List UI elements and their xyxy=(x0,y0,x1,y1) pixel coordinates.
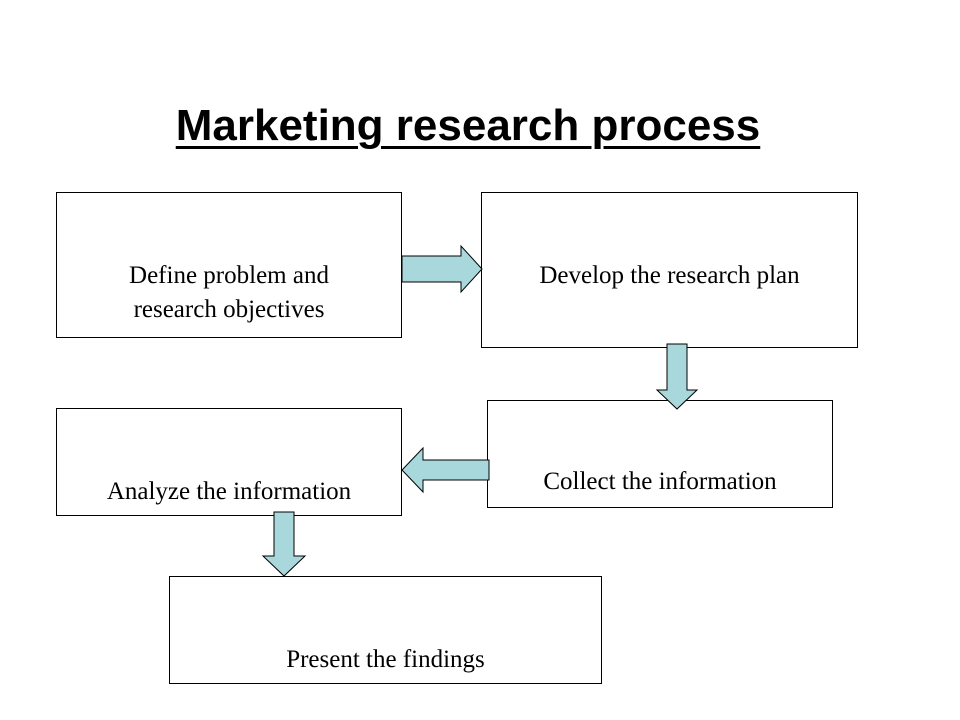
arrow-down-icon xyxy=(261,511,307,577)
step-label-define-problem: Define problem and research objectives xyxy=(129,262,329,323)
step-label-analyze-information: Analyze the information xyxy=(106,478,352,505)
step-box-define-problem: Define problem and research objectives xyxy=(56,192,402,338)
step-label-develop-plan: Develop the research plan xyxy=(539,262,800,289)
arrow-left-icon xyxy=(401,446,490,494)
step-box-analyze-information: Analyze the information xyxy=(56,408,402,516)
step-label-collect-information: Collect the information xyxy=(543,468,777,495)
step-label-present-findings: Present the findings xyxy=(286,646,485,673)
step-box-collect-information: Collect the information xyxy=(487,400,833,508)
step-box-develop-plan: Develop the research plan xyxy=(481,192,858,348)
page-title: Marketing research process xyxy=(175,101,761,150)
arrow-right-icon xyxy=(401,244,483,294)
step-box-present-findings: Present the findings xyxy=(169,576,602,684)
